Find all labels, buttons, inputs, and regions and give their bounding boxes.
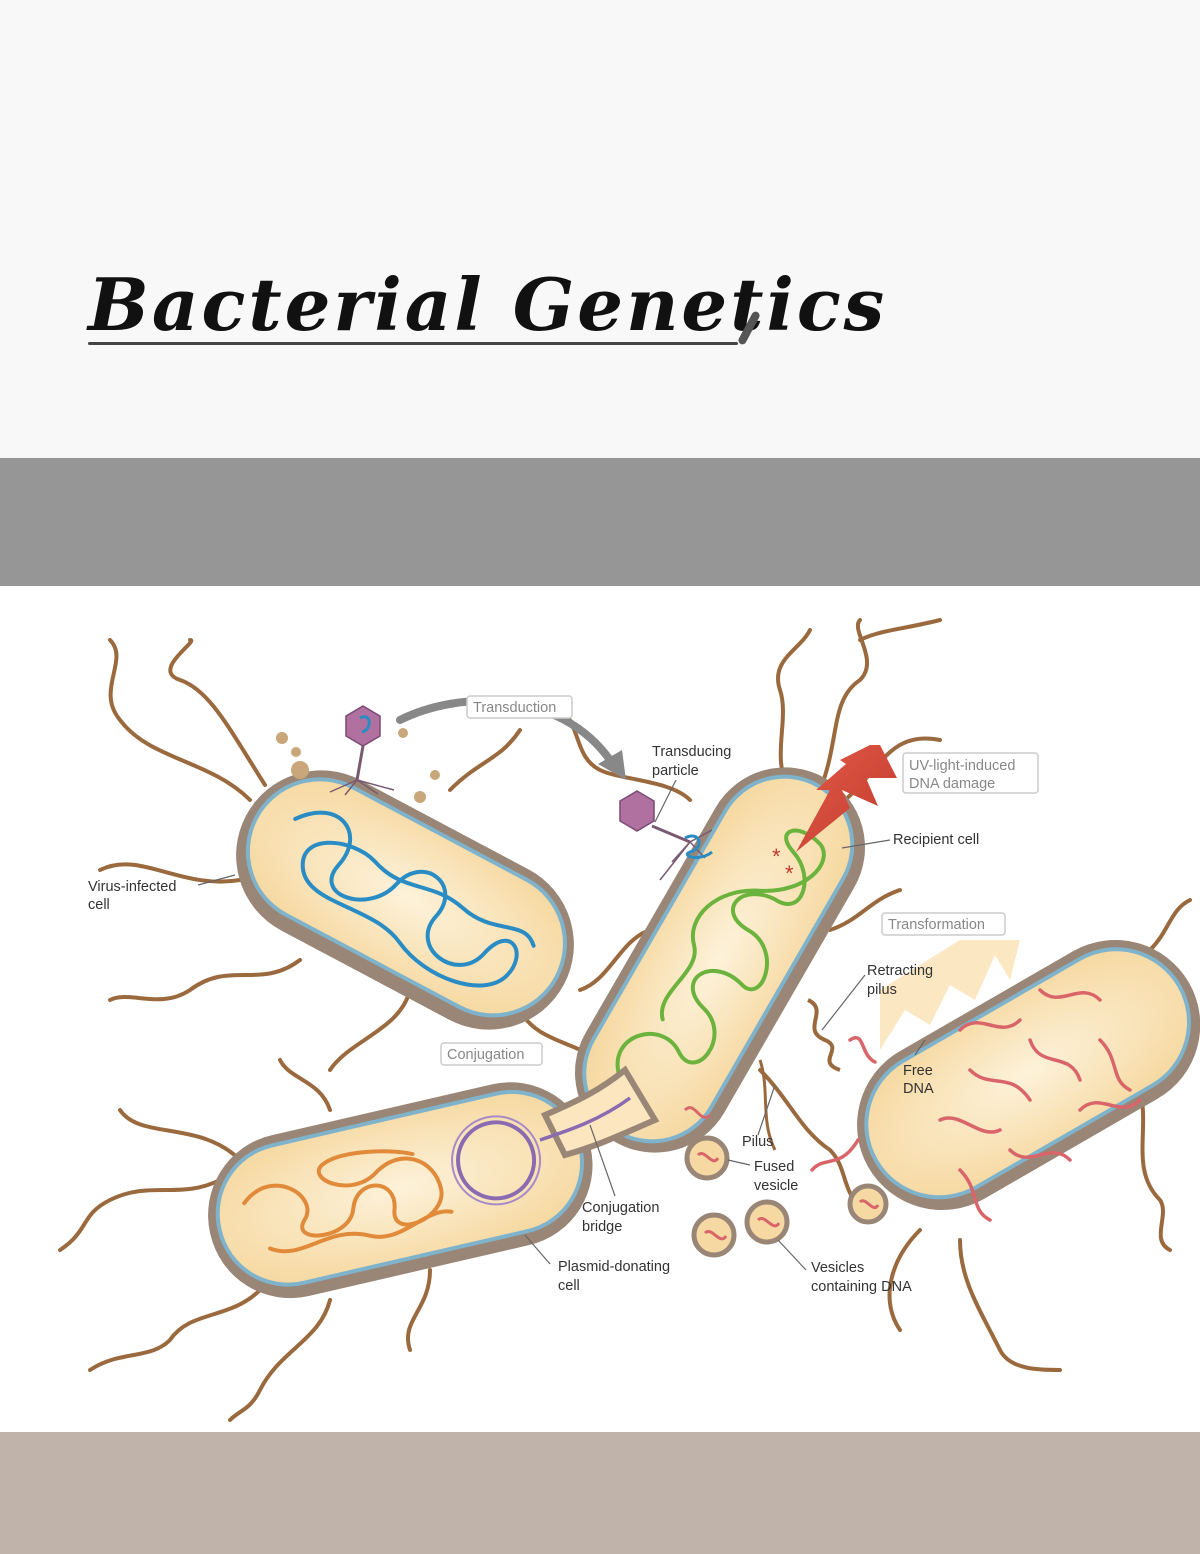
retracting-label-1: Retracting bbox=[867, 963, 933, 979]
recipient-cell bbox=[575, 767, 865, 1153]
pilus bbox=[758, 1059, 777, 1151]
vesicles-label-1: Vesicles bbox=[811, 1260, 864, 1276]
free-dna-label-2: DNA bbox=[903, 1081, 934, 1097]
flagella bbox=[58, 618, 1192, 1422]
retracting-label-2: pilus bbox=[867, 982, 897, 998]
plasmid-donating-label-2: cell bbox=[558, 1278, 580, 1294]
uv-damage-box bbox=[902, 752, 1039, 794]
conjugation-box bbox=[440, 1042, 543, 1066]
virus-infected-label-2: cell bbox=[88, 897, 110, 913]
uv-damage-label-line1: UV-light-induced bbox=[909, 758, 1015, 774]
title-underline bbox=[88, 342, 738, 345]
transformation-label: Transformation bbox=[888, 917, 985, 933]
plasmid-donating-cell bbox=[208, 1082, 593, 1299]
transformation-cell bbox=[857, 940, 1200, 1210]
transduction-label: Transduction bbox=[473, 700, 556, 716]
dna-recipient bbox=[615, 828, 826, 1077]
transformation-box bbox=[881, 912, 1006, 936]
conjugation-label: Conjugation bbox=[447, 1047, 524, 1063]
ruptured-wall bbox=[880, 940, 1020, 1050]
gray-band bbox=[0, 458, 1200, 586]
dna-virus-cell bbox=[293, 810, 536, 988]
conjugation-bridge bbox=[540, 1065, 660, 1159]
conjugation-bridge-label-1: Conjugation bbox=[582, 1200, 659, 1216]
svg-text:*: * bbox=[785, 861, 794, 886]
transducing-label-1: Transducing bbox=[652, 744, 731, 760]
fused-vesicle-label-1: Fused bbox=[754, 1159, 794, 1175]
process-boxes: Transduction Conjugation Transformation … bbox=[440, 695, 1039, 1066]
fused-vesicle-label-2: vesicle bbox=[754, 1178, 798, 1194]
retracting-pilus bbox=[806, 998, 841, 1072]
free-dna-fragments bbox=[810, 988, 1142, 1222]
dna-damage-marks: * * bbox=[772, 844, 794, 886]
plasmid bbox=[456, 1120, 537, 1201]
uv-damage-label-line2: DNA damage bbox=[909, 776, 995, 792]
recipient-cell-label: Recipient cell bbox=[893, 832, 979, 848]
lysis-debris bbox=[276, 728, 440, 803]
conjugation-bridge-label-2: bridge bbox=[582, 1219, 622, 1235]
arrowhead-icon bbox=[598, 750, 626, 780]
dna-plasmid-cell bbox=[242, 1149, 454, 1254]
footer-band bbox=[0, 1432, 1200, 1554]
virus-infected-cell bbox=[236, 770, 574, 1030]
title-area: Bacterial Genetics bbox=[0, 0, 1200, 458]
free-dna-label-1: Free bbox=[903, 1063, 933, 1079]
vesicles-label-2: containing DNA bbox=[811, 1279, 912, 1295]
lightning-bolt-icon bbox=[796, 745, 897, 852]
page-title: Bacterial Genetics bbox=[88, 262, 888, 347]
plasmid-transfer-strand bbox=[539, 1096, 632, 1142]
pilus-label: Pilus bbox=[742, 1134, 773, 1150]
virus-infected-label-1: Virus-infected bbox=[88, 879, 176, 895]
diagram-labels: Virus-infected cell Transducing particle… bbox=[88, 744, 979, 1295]
transduction-box bbox=[466, 695, 573, 719]
svg-text:*: * bbox=[772, 844, 781, 869]
transducing-phage bbox=[619, 790, 713, 881]
plasmid-donating-label-1: Plasmid-donating bbox=[558, 1259, 670, 1275]
leader-lines bbox=[197, 779, 926, 1271]
vesicles bbox=[683, 1106, 889, 1258]
transducing-label-2: particle bbox=[652, 763, 699, 779]
phage-infecting bbox=[329, 705, 395, 796]
